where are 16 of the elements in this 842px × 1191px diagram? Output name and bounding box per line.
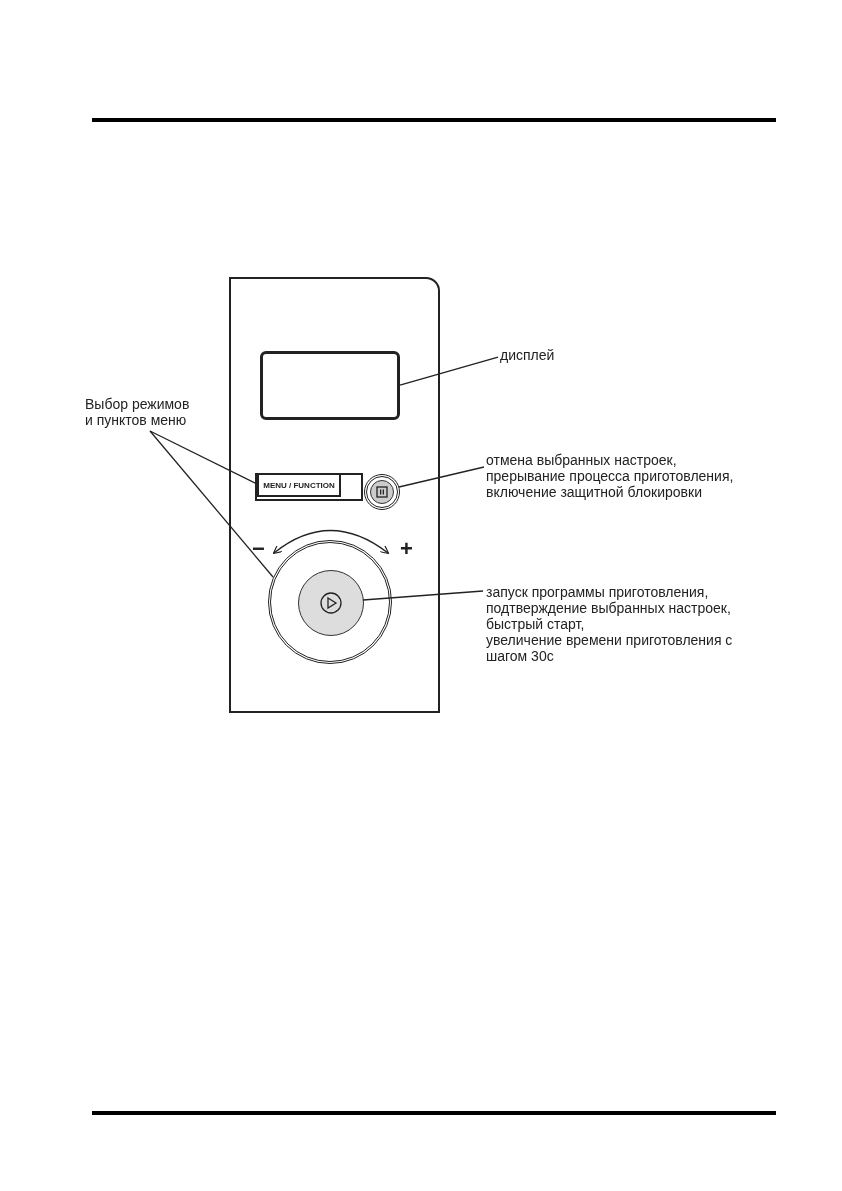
leader-line <box>398 466 485 488</box>
callout-text: дисплей <box>500 347 555 363</box>
leader-line <box>149 430 258 485</box>
plus-sign: + <box>400 538 413 560</box>
menu-function-button: MENU / FUNCTION <box>257 473 341 497</box>
callout-text: быстрый старт, <box>486 616 585 632</box>
minus-sign: − <box>252 538 265 560</box>
leader-line <box>149 430 274 578</box>
callout-text: Выбор режимов и пунктов меню <box>85 396 191 428</box>
control-panel <box>229 277 440 713</box>
display-screen <box>260 351 400 420</box>
stop-button <box>364 474 400 510</box>
leader-line <box>399 356 499 386</box>
callout-text: увеличение времени приготовления с шагом 30с <box>486 632 734 664</box>
leader-line <box>362 590 484 601</box>
callout-text: отмена выбранных настроек, прерывание процесса приготовления, включение защитной блокировки <box>486 452 735 500</box>
